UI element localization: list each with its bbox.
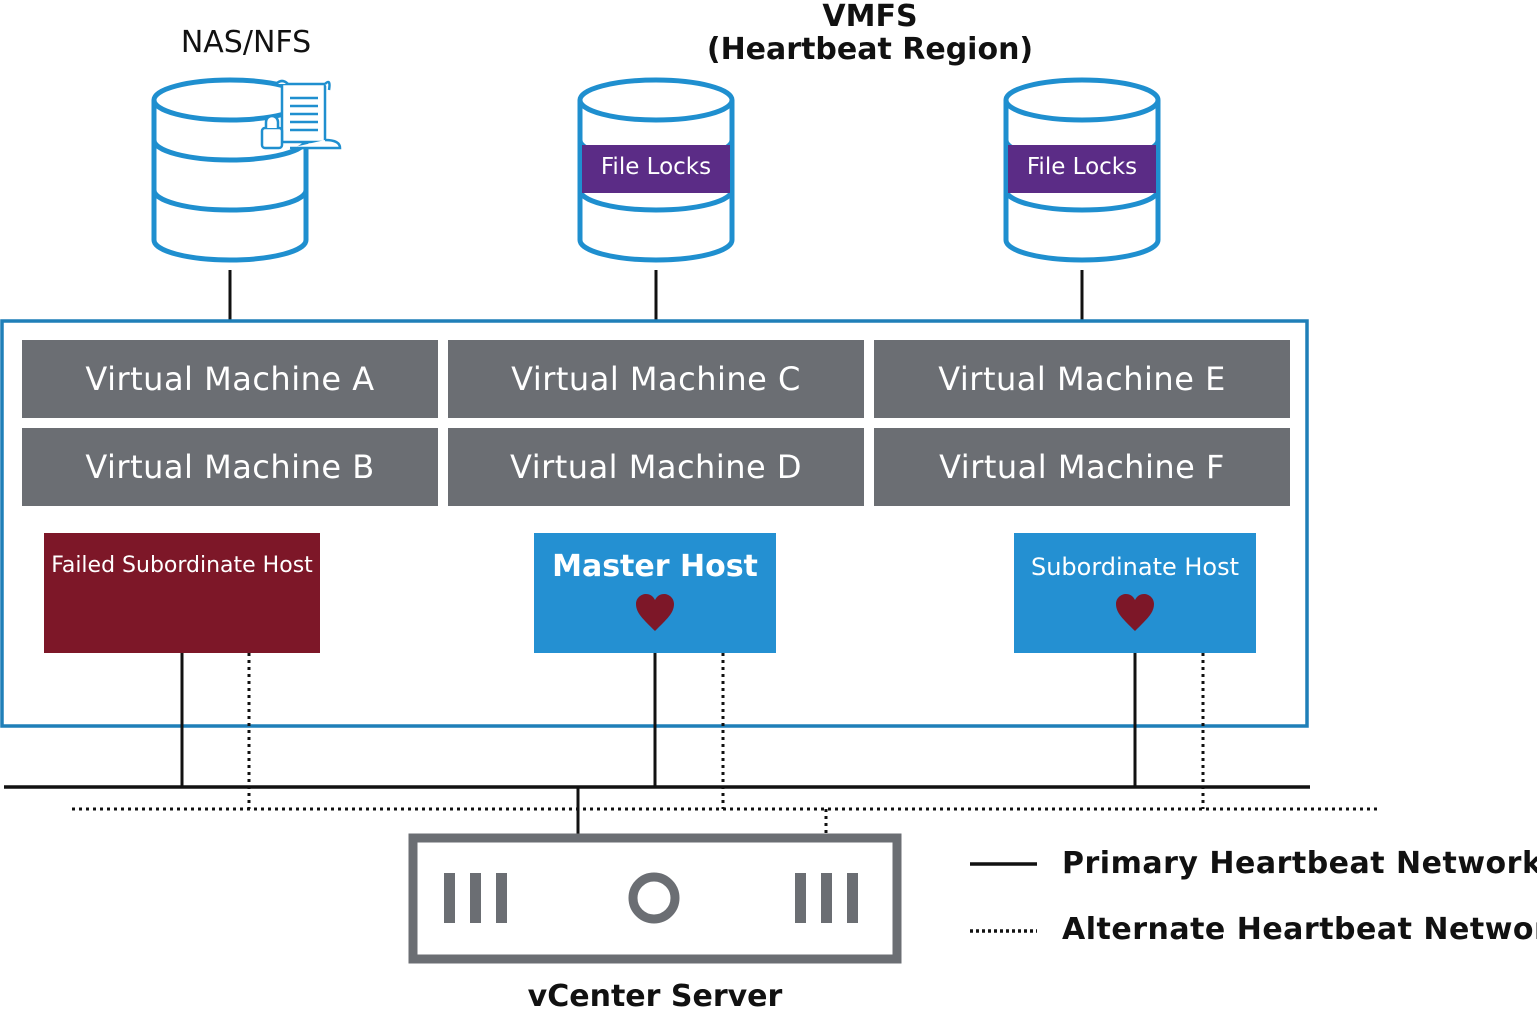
file-locks-band-1 bbox=[582, 145, 730, 193]
vm-e: Virtual Machine E bbox=[874, 340, 1290, 418]
vm-b: Virtual Machine B bbox=[22, 428, 438, 506]
nas-label: NAS/NFS bbox=[180, 25, 312, 60]
vm-f: Virtual Machine F bbox=[874, 428, 1290, 506]
legend-primary-label: Primary Heartbeat Network bbox=[1062, 846, 1537, 881]
master-host: Master Host bbox=[534, 533, 776, 653]
failed-subordinate-host: Failed Subordinate Host bbox=[44, 533, 320, 653]
locked-document-icon bbox=[260, 79, 342, 150]
datastore-connectors bbox=[228, 270, 1084, 321]
file-locks-label-1: File Locks bbox=[600, 154, 712, 180]
heart-icon bbox=[1116, 594, 1154, 631]
vm-a: Virtual Machine A bbox=[22, 340, 438, 418]
vm-d: Virtual Machine D bbox=[448, 428, 864, 506]
server-icon bbox=[408, 833, 902, 964]
master-host-label: Master Host bbox=[552, 549, 758, 584]
subordinate-host-label: Subordinate Host bbox=[1030, 553, 1240, 581]
file-locks-band-2 bbox=[1008, 145, 1156, 193]
vcenter-server-label: vCenter Server bbox=[527, 979, 783, 1014]
file-locks-label-2: File Locks bbox=[1026, 154, 1138, 180]
vmfs-title: VMFS bbox=[822, 0, 918, 34]
primary-host-links bbox=[180, 653, 1137, 787]
alternate-host-links bbox=[247, 653, 1205, 809]
vm-c: Virtual Machine C bbox=[448, 340, 864, 418]
failed-host-label: Failed Subordinate Host bbox=[51, 553, 313, 578]
heart-icon bbox=[636, 594, 674, 631]
subordinate-host: Subordinate Host bbox=[1014, 533, 1256, 653]
vmfs-subtitle: (Heartbeat Region) bbox=[706, 32, 1034, 67]
legend-alternate-label: Alternate Heartbeat Network bbox=[1062, 912, 1537, 947]
